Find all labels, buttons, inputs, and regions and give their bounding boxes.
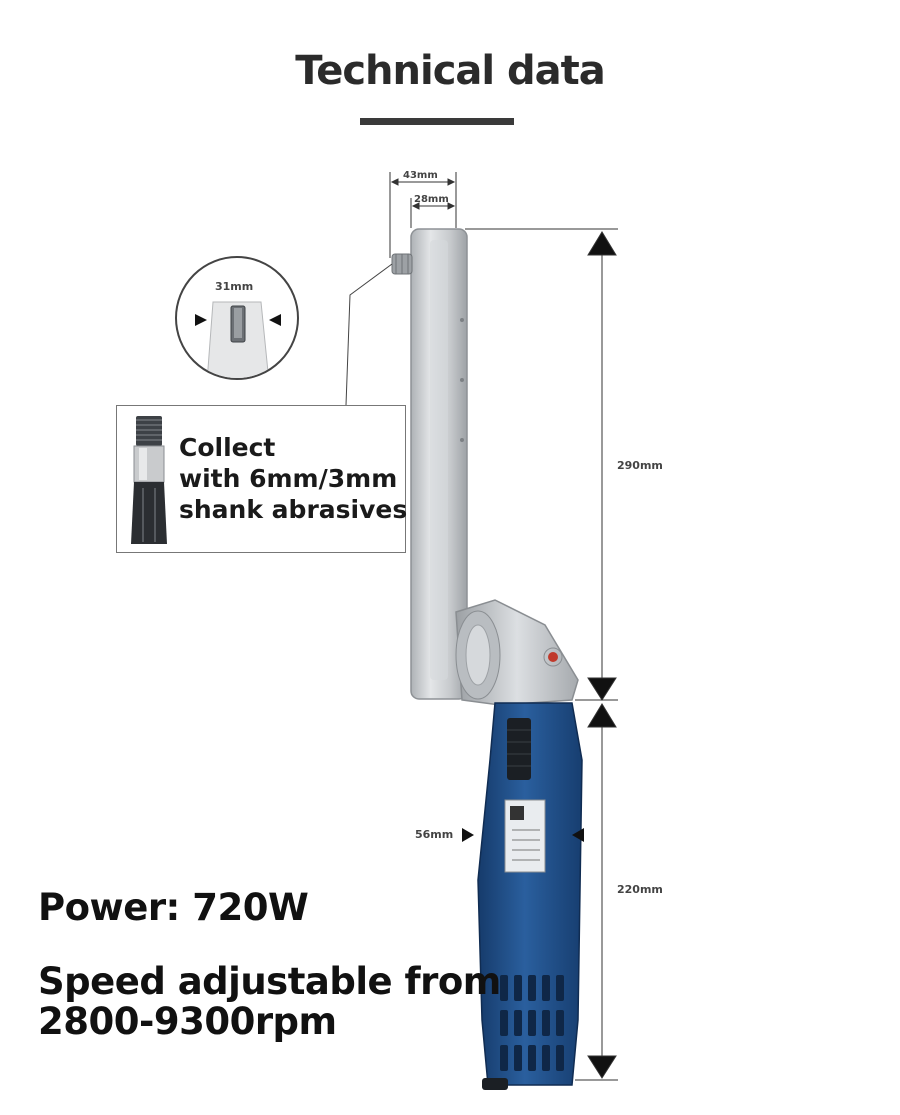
arm-length-label: 290mm [617,459,663,472]
collet-line-1: Collect [179,433,276,462]
collet-detail-label: 31mm [215,280,254,293]
speed-spec: Speed adjustable from 2800-9300rpm [38,962,501,1042]
collet-icon [131,416,167,544]
width-inner-label: 28mm [414,194,449,205]
collet-line-3: shank abrasives [179,495,408,524]
speed-spec-line-2: 2800-9300rpm [38,1000,337,1043]
page-title: Technical data [295,48,606,94]
gear-head [455,599,579,706]
body-length-label: 220mm [617,883,663,896]
sanding-arm [391,228,468,700]
collet-description: Collect with 6mm/3mm shank abrasives [179,432,407,525]
collet-detail-circle: 31mm [175,256,299,380]
collet-info-box: Collect with 6mm/3mm shank abrasives [116,405,407,553]
grip-width-arrows [462,828,584,842]
collet-shaft-image [195,301,281,378]
leader-line [345,263,393,406]
title-underline [360,118,514,125]
motor-body [477,702,583,1090]
grip-width-label: 56mm [415,828,454,841]
collet-line-2: with 6mm/3mm [179,464,398,493]
width-dimension-lines [389,172,457,258]
power-spec: Power: 720W [38,886,309,929]
length-dimension-lines [465,228,618,1081]
speed-spec-line-1: Speed adjustable from [38,960,501,1003]
width-outer-label: 43mm [403,170,438,181]
